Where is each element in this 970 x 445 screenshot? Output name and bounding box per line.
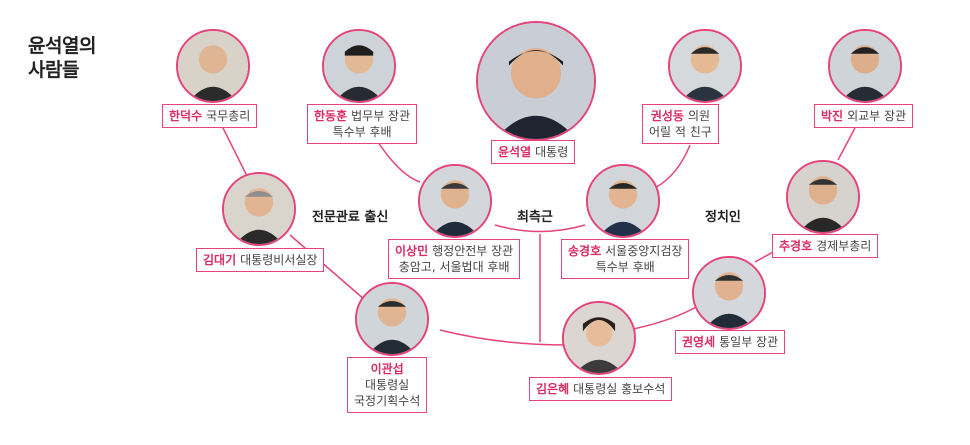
line-song-kwon [654, 144, 691, 189]
portrait-kim [222, 172, 296, 246]
name-lee: 이상민 [395, 244, 429, 258]
portrait-yoon [476, 21, 596, 141]
title-line-1: 윤석열의 [28, 35, 96, 57]
name-kwon: 권성동 [650, 109, 684, 123]
name-kim: 김대기 [203, 253, 237, 267]
role-choo: 경제부총리 [816, 239, 872, 253]
line-kimeh-kwonys [627, 304, 701, 331]
role-kimeh: 대통령실 홍보수석 [573, 382, 666, 396]
line-han-kim [221, 125, 249, 179]
name-kwonys: 권영세 [682, 335, 716, 349]
line-handh-lee [377, 141, 421, 183]
name-han: 한덕수 [169, 109, 203, 123]
role2-lee: 충암고, 서울법대 후배 [398, 260, 510, 274]
portrait-leeks [355, 282, 429, 356]
category-label-politician: 정치인 [705, 210, 741, 225]
role-kwonys: 통일부 장관 [719, 335, 779, 349]
line-leeks-kimeh [439, 329, 566, 346]
role-song: 서울중앙지검장 [605, 244, 683, 258]
category-label-inner-circle: 최측근 [517, 210, 553, 225]
role-han: 국무총리 [206, 109, 251, 123]
portrait-kwon [668, 29, 742, 103]
portrait-kimeh [562, 301, 636, 375]
name-park: 박진 [821, 109, 844, 123]
name-yoon: 윤석열 [498, 145, 532, 159]
role-leeks: 대통령실 [365, 378, 410, 392]
portrait-han [176, 29, 250, 103]
diagram-title: 윤석열의 사람들 [28, 34, 96, 82]
portrait-song [586, 164, 660, 238]
name-song: 송경호 [568, 244, 602, 258]
portrait-handh [322, 29, 396, 103]
portrait-park [828, 29, 902, 103]
title-line-2: 사람들 [28, 59, 79, 81]
role2-handh: 특수부 후배 [332, 125, 392, 139]
portrait-choo [786, 160, 860, 234]
name-leeks: 이관섭 [370, 362, 404, 376]
role-kim: 대통령비서실장 [240, 253, 318, 267]
line-lee-song [494, 224, 586, 233]
portrait-lee [418, 164, 492, 238]
name-kimeh: 김은혜 [536, 382, 570, 396]
label-leeks: 이관섭 대통령실 국정기획수석 [347, 357, 428, 413]
role-handh: 법무부 장관 [351, 109, 411, 123]
role-park: 외교부 장관 [847, 109, 907, 123]
portrait-kwonys [692, 256, 766, 330]
role2-kwon: 어릴 적 친구 [649, 125, 712, 139]
role2-song: 특수부 후배 [595, 260, 655, 274]
name-choo: 추경호 [779, 239, 813, 253]
role-kwon: 의원 [687, 109, 711, 123]
role2-leeks: 국정기획수석 [354, 394, 421, 408]
category-label-bureaucrat: 전문관료 출신 [312, 210, 389, 225]
line-choo-park [837, 127, 856, 161]
role-yoon: 대통령 [535, 145, 569, 159]
role-lee: 행정안전부 장관 [432, 244, 514, 258]
name-handh: 한동훈 [314, 109, 348, 123]
line-kim-leeks [289, 234, 366, 301]
